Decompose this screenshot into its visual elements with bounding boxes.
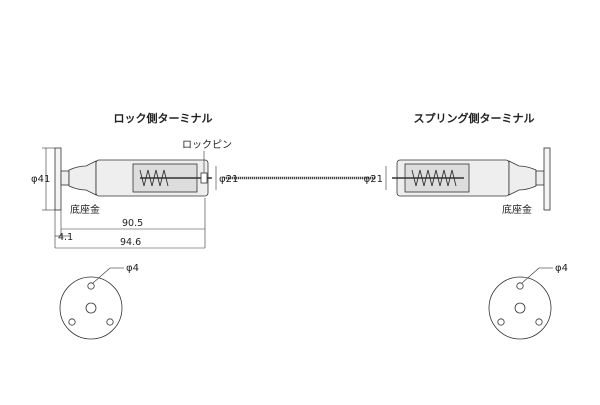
dim-4-1: 4.1 bbox=[58, 232, 73, 243]
base-plate-front-left bbox=[59, 267, 124, 340]
hole-right-bl bbox=[497, 318, 505, 326]
base-plate-left bbox=[54, 147, 62, 211]
lock-pin-label: ロックピン bbox=[182, 139, 232, 151]
hole-left-top bbox=[87, 282, 95, 290]
dia21-left-label: φ21 bbox=[219, 174, 238, 185]
dia21-markers bbox=[215, 166, 387, 190]
hole-right-br bbox=[535, 318, 543, 326]
base-right-label: 底座金 bbox=[502, 203, 532, 216]
dia41-label: φ41 bbox=[31, 174, 50, 185]
dia41-dimension bbox=[42, 147, 55, 211]
neck-right bbox=[508, 160, 537, 196]
spring-terminal bbox=[392, 147, 551, 211]
spring-terminal-title: スプリング側ターミナル bbox=[414, 111, 535, 125]
dim-90-5: 90.5 bbox=[122, 218, 143, 229]
base-plate-front-right bbox=[488, 267, 553, 340]
lock-terminal-title: ロック側ターミナル bbox=[114, 111, 213, 125]
hole-right-top bbox=[516, 282, 524, 290]
hole-left-bl bbox=[68, 318, 76, 326]
hole-left-label: φ4 bbox=[126, 263, 139, 274]
collar-right bbox=[535, 170, 545, 186]
collar-left bbox=[60, 170, 70, 186]
hole-right-label: φ4 bbox=[555, 263, 568, 274]
dim-94-6: 94.6 bbox=[120, 237, 141, 248]
base-left-label: 底座金 bbox=[70, 203, 100, 216]
hole-left-br bbox=[106, 318, 114, 326]
base-plate-right bbox=[543, 147, 551, 211]
dia21-right-label: φ21 bbox=[364, 174, 383, 185]
neck-left bbox=[68, 160, 97, 196]
lock-pin bbox=[200, 172, 208, 184]
lock-terminal bbox=[54, 147, 212, 211]
horizontal-dimensions bbox=[54, 198, 206, 249]
